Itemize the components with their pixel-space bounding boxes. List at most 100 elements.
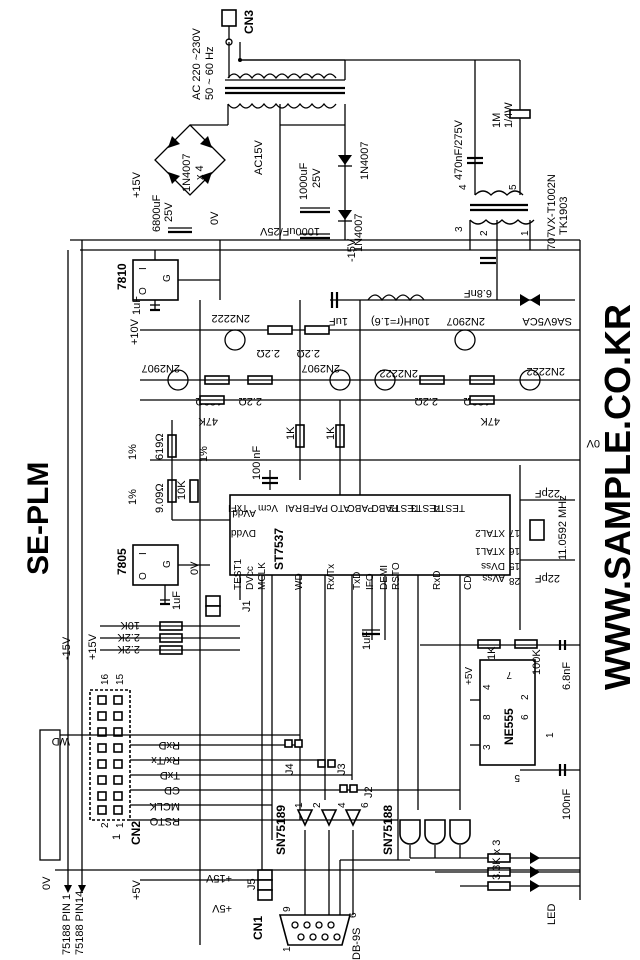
pin-avdd: AVdd	[232, 507, 256, 518]
cn2-pin15: 15	[115, 673, 126, 685]
j5-p15: +15V	[205, 872, 232, 884]
coupling-resistor-label: 1M	[491, 113, 503, 128]
modem-0v: 0V	[586, 437, 600, 449]
pin-pabc1: PABC	[348, 502, 375, 513]
pin1-note: 75188 PIN 1	[61, 894, 73, 955]
buffer-icon	[344, 809, 362, 827]
pin-ifo: IFO	[365, 573, 376, 590]
pin17: 17	[508, 527, 520, 538]
buffer-icon	[320, 809, 338, 827]
board-title: SE-PLM	[22, 462, 55, 575]
reg-7810-label: 7810	[115, 263, 129, 290]
pin-rxd: RxD	[432, 571, 443, 590]
jumper-j5[interactable]	[257, 869, 273, 881]
sn75189-label: SN75189	[274, 805, 288, 855]
timer-cap68: 6.8nF	[561, 662, 573, 690]
inductor-icon	[367, 294, 425, 302]
signal-wd: WD	[52, 735, 70, 747]
r47b-label: 47K	[480, 415, 500, 427]
jumper-j1[interactable]	[205, 595, 221, 607]
power-supply: CN3 AC 220 ~230V 50 ~ 60 Hz 1N4007 x 4 A…	[70, 9, 580, 262]
jumper-j4[interactable]	[284, 739, 293, 748]
sn75189-pin1: 1	[294, 802, 305, 808]
modem-ic: ST7537 TxFI Vcm RAI PAFB ATO PABC PABC T…	[127, 420, 600, 900]
rail-pos-label: +15V	[131, 171, 143, 198]
r47a-label: 47K	[198, 415, 218, 427]
db9-label: DB-9S	[351, 928, 363, 960]
st7537-label: ST7537	[272, 528, 286, 570]
transformer-primary-icon	[227, 73, 337, 80]
sn75189-pin4: 4	[337, 802, 348, 808]
timer-pin1: 1	[545, 732, 556, 738]
r10k-led: 10K	[120, 619, 140, 631]
pin14-note: 75188 PIN14	[74, 891, 86, 955]
rail-0v-bottom: 0V	[41, 876, 53, 890]
jumper-j2[interactable]	[339, 784, 348, 793]
cn1-pin1: 1	[282, 946, 293, 952]
rail-10v-label: +10V	[129, 318, 141, 345]
timer-pin8: 8	[482, 714, 493, 720]
j2-label: J2	[363, 786, 375, 798]
transistor-q3: 2N2907	[301, 362, 351, 391]
pin-rsto: RSTO	[391, 562, 402, 590]
cn2-connector: CN2 2 1 16 15 WD RxD Rx/Tx TxD CD MCLK R…	[39, 673, 460, 861]
bridge-count-label: x 4	[194, 165, 206, 180]
diode-a-label: 1N4007	[359, 141, 371, 180]
reg-7810-i: I	[138, 267, 149, 270]
r22b-label: 2.2Ω	[296, 347, 320, 359]
r22d-label: 2.2Ω	[414, 395, 438, 407]
r909-label: 9.09Ω	[154, 483, 166, 513]
reg-7810-o: O	[138, 287, 149, 295]
reg-7805-o: O	[138, 572, 149, 580]
cn2-pin16: 16	[100, 673, 111, 685]
mains-frequency: 50 ~ 60 Hz	[204, 46, 216, 100]
signal-mclk: MCLK	[149, 800, 180, 812]
bot-left-pin: 1	[111, 834, 123, 840]
modem-100n: 100 nF	[251, 445, 263, 480]
rail-0v-label: 0V	[209, 211, 221, 225]
pin-cd: CD	[463, 576, 474, 590]
q1-label: 2N2222	[211, 312, 250, 324]
pin-dvcc: DVcc	[245, 566, 256, 590]
reg-7805-box	[132, 544, 179, 586]
crystal-icon	[529, 519, 545, 541]
jumper-j3[interactable]	[317, 759, 326, 768]
r22k-a: 2.2K	[117, 631, 140, 643]
pin-dvdd: DVdd	[231, 527, 256, 538]
r22k-b: 2.2K	[117, 643, 140, 655]
ne555-label: NE555	[502, 708, 516, 745]
cn2-body	[89, 689, 131, 821]
r10k-label: 10K	[176, 480, 188, 500]
xtal-cap-a: 22pF	[535, 487, 560, 499]
led-icon	[530, 866, 540, 878]
r22c-label: 2.2Ω	[238, 395, 262, 407]
timer-pin4: 4	[482, 684, 493, 690]
j5-label: J5	[246, 878, 258, 890]
pin15: 15	[508, 560, 520, 571]
pct-c: 1%	[127, 489, 139, 505]
modem-1uf: 1uF	[361, 631, 373, 650]
cap-pos-label: 1000uF	[298, 162, 310, 200]
db9-connector-icon	[278, 914, 352, 946]
sn75188-label: SN75188	[381, 805, 395, 855]
transistor-q5: 2N2222	[519, 365, 565, 391]
q3-label: 2N2907	[301, 362, 340, 374]
q5-label: 2N2907	[446, 315, 485, 327]
pin-test2: TEST2	[388, 502, 420, 513]
cn1-pin9: 9	[282, 906, 293, 912]
pin-xtal2: XTAL2	[475, 527, 505, 538]
q4-label: 2N2222	[379, 367, 418, 379]
cn1-label: CN1	[251, 916, 265, 940]
timer-pin7: 7	[506, 669, 512, 680]
pin-rxtx: Rx/Tx	[326, 564, 337, 590]
pin-ato: ATO	[330, 502, 350, 513]
cn3-label: CN3	[242, 10, 256, 34]
bridge-rectifier-icon	[154, 124, 226, 196]
reg-7805-g: G	[162, 560, 173, 568]
j3-label: J3	[336, 763, 348, 775]
cn2-pins-left	[97, 695, 107, 815]
bridge-diode-label: 1N4007	[181, 153, 193, 192]
coupling-xfmr-primary-icon	[474, 190, 524, 196]
transistor-icon	[454, 329, 476, 351]
r1kb-label: 1K	[325, 426, 337, 440]
